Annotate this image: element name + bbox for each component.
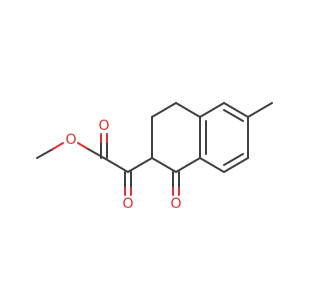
- atom-oxygen-keto: O: [122, 196, 133, 212]
- bond-c7-c8-inner: [223, 153, 244, 166]
- bond-ester-to-keto: [103, 157, 129, 173]
- alpha-keto-group: O: [103, 157, 153, 212]
- bond-c1-c8a: [175, 157, 201, 173]
- saturated-ring: O: [151, 102, 201, 212]
- bond-c5-c6-inner: [223, 109, 244, 122]
- bond-ether-oxygen-carbon: [77, 142, 89, 150]
- bond-c7-c8: [223, 157, 249, 173]
- bond-c8-c8a: [199, 157, 225, 173]
- bond-c4a-c5: [199, 102, 225, 118]
- bond-keto-to-ring: [127, 157, 153, 173]
- bond-c4-c4a: [175, 102, 201, 118]
- atom-oxygen-ester-ether: O: [65, 132, 76, 148]
- methyl-ester-group: O O: [36, 118, 110, 159]
- bond-aryl-methyl: [247, 102, 273, 118]
- aromatic-ring: [199, 102, 273, 173]
- bond-c2-c1: [151, 157, 177, 173]
- atom-oxygen-ester-carbonyl: O: [98, 118, 109, 134]
- bond-methyl-oxygen: [36, 148, 54, 159]
- molecule-structure: O O O O: [36, 102, 273, 212]
- bond-methyl-oxygen-red: [52, 142, 64, 150]
- bond-c3-c4: [151, 102, 177, 118]
- atom-oxygen-ring-ketone: O: [170, 196, 181, 212]
- bond-c5-c6: [223, 102, 249, 118]
